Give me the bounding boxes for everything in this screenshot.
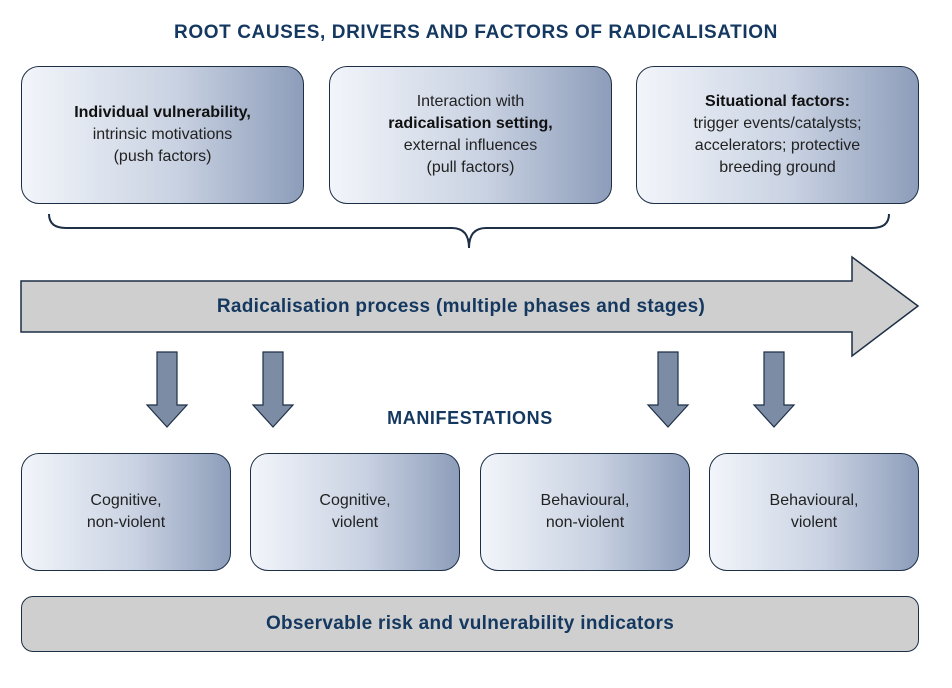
process-arrow [20,255,920,358]
manifestation-line: Cognitive, [319,492,391,509]
manifestation-line: violent [790,514,838,531]
manifestations-title: MANIFESTATIONS [387,408,553,428]
cause-line: external influences [403,137,538,154]
down-arrow-icon [251,351,295,428]
diagram-title: ROOT CAUSES, DRIVERS AND FACTORS OF RADI… [174,22,778,43]
cause-box-individual-vulnerability: Individual vulnerability, intrinsic moti… [21,66,304,204]
manifestation-box-behavioural-non-violent: Behavioural, non-violent [480,453,690,571]
cause-line: Individual vulnerability, [74,104,251,121]
cause-line: intrinsic motivations [92,126,233,143]
manifestation-box-behavioural-violent: Behavioural, violent [709,453,919,571]
cause-box-situational-factors: Situational factors: trigger events/cata… [636,66,919,204]
manifestation-line: violent [331,514,379,531]
manifestation-line: Behavioural, [540,492,630,509]
indicators-bar: Observable risk and vulnerability indica… [21,596,919,652]
manifestation-box-cognitive-violent: Cognitive, violent [250,453,460,571]
cause-line: (pull factors) [426,159,515,176]
cause-line: trigger events/catalysts; [693,115,862,132]
manifestation-line: Cognitive, [90,492,162,509]
down-arrow-icon [646,351,690,428]
process-label: Radicalisation process (multiple phases … [216,296,706,317]
cause-line: (push factors) [113,148,212,165]
manifestation-box-cognitive-non-violent: Cognitive, non-violent [21,453,231,571]
grouping-brace [48,213,890,249]
cause-line: accelerators; protective [694,137,861,154]
down-arrow-icon [752,351,796,428]
manifestation-line: non-violent [86,514,166,531]
cause-line: breeding ground [719,159,836,176]
manifestation-line: non-violent [545,514,625,531]
cause-line: radicalisation setting, [388,115,553,132]
cause-line: Situational factors: [705,93,850,110]
cause-box-radicalisation-setting: Interaction with radicalisation setting,… [329,66,612,204]
cause-line: Interaction with [416,93,525,110]
manifestation-line: Behavioural, [769,492,859,509]
down-arrow-icon [145,351,189,428]
